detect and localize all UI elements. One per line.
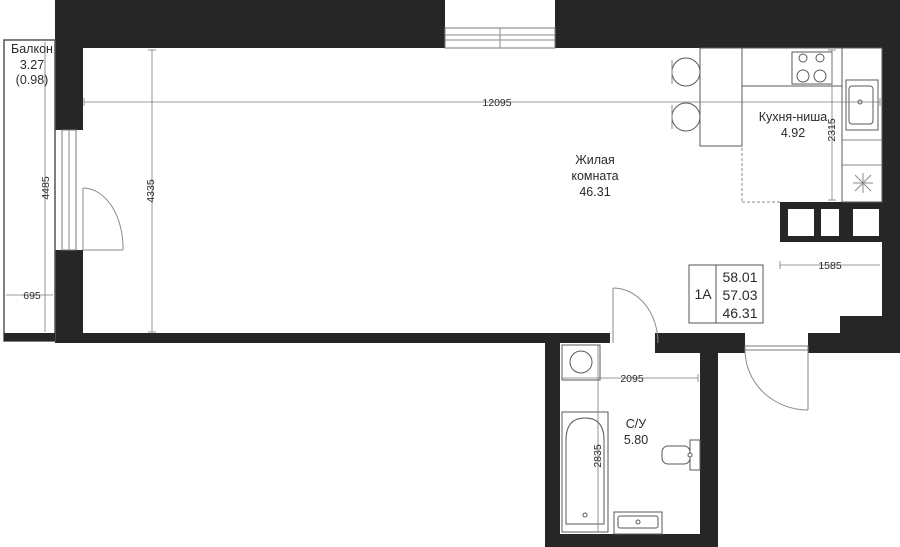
apartment-type: 1А — [694, 286, 712, 302]
vent-hole-2 — [821, 209, 839, 236]
bath-name: С/У — [626, 417, 647, 431]
balcony-area: 3.27 — [20, 58, 44, 72]
wall-notch — [840, 316, 900, 353]
wall-bath-left — [545, 333, 560, 547]
label-balcony: Балкон 3.27 (0.98) — [11, 42, 53, 87]
living-name-1: Жилая — [575, 153, 615, 167]
bathroom — [561, 287, 701, 535]
dim-width-total: 12095 — [482, 97, 511, 109]
wall-bath-bottom — [545, 534, 718, 547]
dim-balcony-height: 4485 — [40, 176, 52, 200]
dim-balcony-width: 695 — [23, 290, 41, 302]
kitchen-name: Кухня-ниша — [759, 110, 828, 124]
total-area: 58.01 — [722, 269, 757, 285]
wall-bath-right — [700, 333, 718, 547]
kitchen-area: 4.92 — [781, 126, 805, 140]
wall-bottom-main — [55, 333, 610, 343]
living-area-summary: 46.31 — [722, 305, 757, 321]
living-area: 46.31 — [579, 185, 610, 199]
label-bathroom: С/У 5.80 — [624, 417, 648, 447]
wall-top-right — [555, 0, 900, 48]
bar-stools — [671, 57, 701, 132]
wall-right — [882, 0, 900, 341]
balcony — [3, 39, 77, 342]
wall-top-left — [55, 0, 445, 48]
entrance-door — [744, 345, 809, 411]
summary-box — [688, 264, 764, 324]
wall-left-lower — [55, 250, 83, 341]
bar-counter — [699, 47, 743, 147]
living-name-2: комната — [571, 169, 618, 183]
vent-hole-3 — [853, 209, 879, 236]
area-summary: 1А 58.01 57.03 46.31 — [688, 264, 764, 324]
dim-kitchen-width: 1585 — [818, 260, 842, 272]
stool-2 — [671, 102, 701, 132]
label-living: Жилая комната 46.31 — [571, 153, 618, 199]
balcony-door — [82, 187, 124, 251]
toilet — [661, 445, 691, 465]
balcony-name: Балкон — [11, 42, 53, 56]
dim-kitchen-depth: 2315 — [826, 118, 838, 142]
balcony-area-coef: (0.98) — [16, 73, 49, 87]
bath-area: 5.80 — [624, 433, 648, 447]
vent-holes — [788, 209, 879, 236]
wall-left-upper — [55, 0, 83, 130]
window-top — [444, 27, 556, 49]
kitchen-cabinets — [842, 139, 882, 193]
dimension-lines — [6, 42, 881, 532]
dim-bath-height: 2835 — [592, 444, 604, 468]
dim-bath-width: 2095 — [620, 373, 644, 385]
kitchen-sink — [845, 79, 879, 131]
cooktop — [791, 51, 833, 85]
dim-living-height: 4335 — [145, 179, 157, 203]
area-no-balcony: 57.03 — [722, 287, 757, 303]
vent-hole-1 — [788, 209, 814, 236]
label-kitchen: Кухня-ниша 4.92 — [759, 110, 828, 140]
stool-1 — [671, 57, 701, 87]
